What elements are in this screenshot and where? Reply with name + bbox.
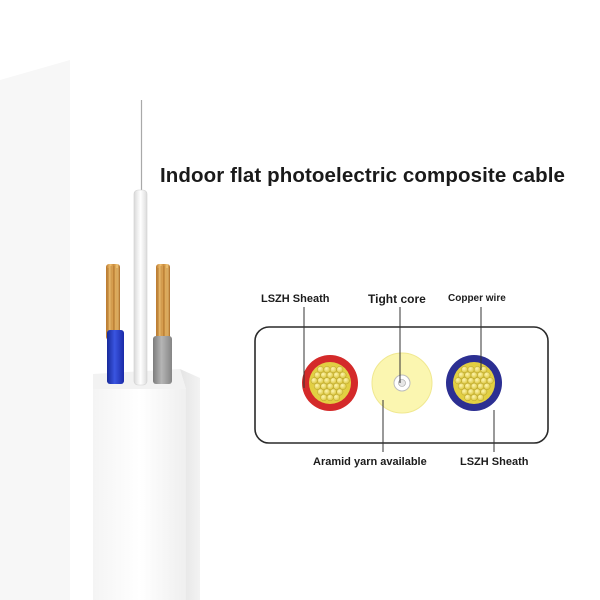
copper-strand	[339, 371, 347, 379]
copper-strand	[461, 377, 469, 385]
jacket-front-face	[93, 389, 186, 600]
copper-strand	[483, 371, 491, 379]
optical-fiber	[133, 100, 148, 386]
copper-strand	[464, 382, 472, 390]
copper-strand	[473, 377, 481, 385]
gray-copper-wire	[153, 264, 172, 384]
copper-strand	[477, 382, 485, 390]
cross-section	[254, 326, 549, 444]
copper-strand	[326, 394, 334, 402]
fiber-buffer	[133, 189, 148, 386]
copper-strand	[317, 377, 325, 385]
copper-strand	[464, 394, 472, 402]
copper-strand	[473, 388, 481, 396]
copper-strand	[454, 377, 462, 385]
copper-strand	[317, 388, 325, 396]
label-tight-core: Tight core	[368, 292, 426, 306]
copper-strand	[486, 377, 494, 385]
copper-strand	[477, 371, 485, 379]
copper-strand	[480, 366, 488, 374]
copper-strand	[320, 394, 328, 402]
copper-strand	[333, 394, 341, 402]
copper-strand	[317, 366, 325, 374]
copper-strand	[342, 377, 350, 385]
copper-strand	[480, 388, 488, 396]
blue-insulation	[107, 330, 124, 384]
label-lszh-sheath-bottom: LSZH Sheath	[460, 456, 529, 468]
blue-wire-copper-strands	[106, 264, 120, 340]
copper-strand	[480, 377, 488, 385]
copper-strand	[323, 366, 331, 374]
copper-strand	[339, 382, 347, 390]
copper-strand	[483, 382, 491, 390]
copper-strand	[326, 371, 334, 379]
copper-strand	[313, 382, 321, 390]
diagram-title: Indoor flat photoelectric composite cabl…	[160, 164, 566, 187]
copper-strand	[473, 366, 481, 374]
blue-copper-wire	[106, 264, 124, 384]
cable-jacket	[93, 369, 200, 600]
copper-strand	[461, 366, 469, 374]
gray-insulation	[153, 336, 172, 384]
copper-strand	[464, 371, 472, 379]
copper-strand	[320, 382, 328, 390]
copper-strand	[467, 388, 475, 396]
copper-strand	[477, 394, 485, 402]
copper-strand	[329, 366, 337, 374]
gray-wire-copper-strands	[156, 264, 170, 340]
copper-strand	[470, 371, 478, 379]
copper-strand	[333, 371, 341, 379]
label-copper-wire: Copper wire	[448, 293, 506, 304]
copper-strand	[323, 388, 331, 396]
leader-lines	[303, 307, 495, 452]
copper-strand	[333, 382, 341, 390]
label-aramid-yarn: Aramid yarn available	[313, 456, 427, 468]
left-copper-strands	[310, 366, 350, 402]
copper-strand	[323, 377, 331, 385]
copper-strand	[467, 366, 475, 374]
copper-strand	[467, 377, 475, 385]
copper-strand	[461, 388, 469, 396]
background-shade	[0, 60, 70, 600]
copper-strand	[457, 382, 465, 390]
copper-strand	[313, 371, 321, 379]
copper-strand	[329, 377, 337, 385]
right-copper-strands	[454, 366, 494, 402]
copper-strand	[336, 388, 344, 396]
copper-strand	[470, 382, 478, 390]
copper-strand	[470, 394, 478, 402]
copper-strand	[320, 371, 328, 379]
copper-strand	[310, 377, 318, 385]
copper-strand	[326, 382, 334, 390]
copper-strand	[329, 388, 337, 396]
label-lszh-sheath-top: LSZH Sheath	[261, 293, 330, 305]
copper-strand	[457, 371, 465, 379]
copper-strand	[336, 366, 344, 374]
jacket-side-face	[180, 369, 200, 600]
copper-strand	[336, 377, 344, 385]
